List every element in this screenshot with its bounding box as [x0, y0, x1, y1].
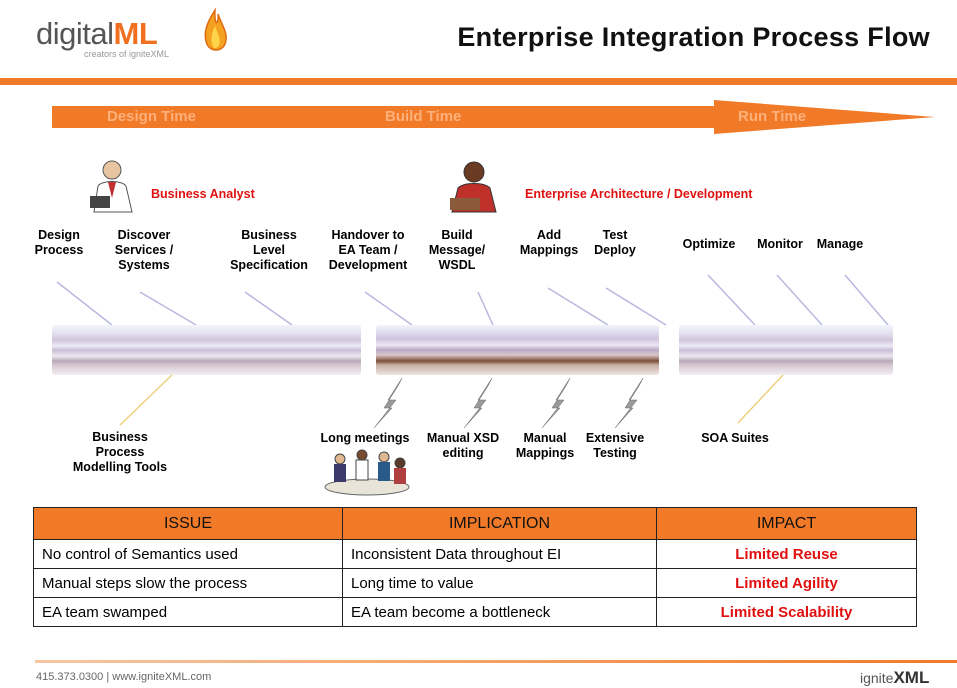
logo-tagline: creators of igniteXML — [84, 49, 170, 59]
meeting-illustration — [324, 449, 410, 496]
step-build-message: Build Message/ WSDL — [428, 228, 486, 272]
header-divider — [0, 78, 957, 85]
pain-long-meetings: Long meetings — [320, 431, 410, 445]
impact-cell: Limited Scalability — [656, 597, 917, 627]
step-business-level-spec: Business Level Specification — [230, 228, 308, 272]
implication-cell: Long time to value — [342, 568, 657, 598]
footer-divider — [35, 660, 957, 663]
footer-logo-main: XML — [893, 668, 930, 687]
build-time-band — [376, 325, 659, 375]
issue-cell: EA team swamped — [33, 597, 343, 627]
run-time-band — [679, 325, 893, 375]
logo: digitalML — [36, 16, 158, 52]
pain-extensive-testing: Extensive Testing — [585, 431, 645, 460]
footer-contact: 415.373.0300 | www.igniteXML.com — [36, 671, 212, 683]
step-discover-services: Discover Services / Systems — [114, 228, 174, 272]
enterprise-architect-figure — [450, 161, 497, 213]
step-handover: Handover to EA Team / Development — [328, 228, 408, 272]
issues-table: ISSUE IMPLICATION IMPACT No control of S… — [33, 507, 917, 627]
step-manage: Manage — [816, 237, 864, 251]
issue-cell: Manual steps slow the process — [33, 568, 343, 598]
flame-icon — [204, 8, 227, 51]
step-test-deploy: Test Deploy — [594, 228, 636, 257]
header-issue: ISSUE — [33, 507, 343, 540]
header-implication: IMPLICATION — [342, 507, 657, 540]
impact-cell: Limited Reuse — [656, 539, 917, 569]
step-monitor: Monitor — [757, 237, 803, 251]
table-row: EA team swamped EA team become a bottlen… — [33, 597, 917, 627]
phase-build-time: Build Time — [385, 108, 462, 125]
header-impact: IMPACT — [656, 507, 917, 540]
role-enterprise-architecture: Enterprise Architecture / Development — [525, 187, 753, 201]
step-add-mappings: Add Mappings — [519, 228, 579, 257]
logo-main: digital — [36, 16, 114, 51]
logo-accent: ML — [113, 16, 158, 51]
implication-cell: EA team become a bottleneck — [342, 597, 657, 627]
step-optimize: Optimize — [682, 237, 736, 251]
connector-lines — [56, 274, 889, 429]
table-row: No control of Semantics used Inconsisten… — [33, 539, 917, 569]
timeline-arrow — [52, 100, 935, 134]
tool-soa-suites: SOA Suites — [701, 431, 769, 445]
phase-design-time: Design Time — [107, 108, 196, 125]
issue-cell: No control of Semantics used — [33, 539, 343, 569]
phase-run-time: Run Time — [738, 108, 807, 125]
design-time-band — [52, 325, 361, 375]
footer-logo: igniteXML — [860, 668, 929, 688]
step-design-process: Design Process — [34, 228, 84, 257]
footer-logo-prefix: ignite — [860, 670, 894, 686]
tool-bpm: Business Process Modelling Tools — [72, 430, 168, 474]
impact-cell: Limited Agility — [656, 568, 917, 598]
page-title: Enterprise Integration Process Flow — [457, 22, 930, 52]
pain-manual-mappings: Manual Mappings — [515, 431, 575, 460]
business-analyst-figure — [90, 160, 133, 213]
table-header-row: ISSUE IMPLICATION IMPACT — [33, 507, 917, 540]
table-row: Manual steps slow the process Long time … — [33, 568, 917, 598]
implication-cell: Inconsistent Data throughout EI — [342, 539, 657, 569]
role-business-analyst: Business Analyst — [151, 187, 255, 201]
pain-manual-xsd: Manual XSD editing — [426, 431, 500, 460]
